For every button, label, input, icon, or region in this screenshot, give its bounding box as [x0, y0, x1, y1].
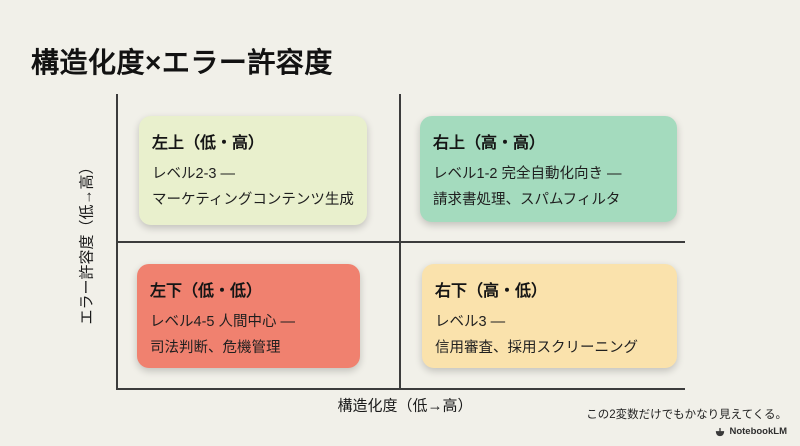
quadrant-body: レベル1-2 完全自動化向き — 請求書処理、スパムフィルタ [433, 161, 663, 213]
quadrant-body-line1: レベル3 — [435, 314, 506, 330]
y-axis-label: エラー許容度（低→高） [78, 159, 96, 325]
quadrant-body: レベル2-3 — マーケティングコンテンツ生成 [152, 161, 354, 213]
quadrant-body-line2: マーケティングコンテンツ生成 [152, 192, 354, 209]
quadrant-card-top-right: 右上（高・高） レベル1-2 完全自動化向き — 請求書処理、スパムフィルタ [420, 116, 677, 222]
quadrant-body-line1: レベル4-5 人間中心 — [150, 314, 296, 330]
quadrant-divider-horizontal [116, 241, 685, 243]
quadrant-body-line2: 司法判断、危機管理 [150, 340, 281, 357]
quadrant-body-line1: レベル1-2 完全自動化向き — [433, 166, 622, 182]
notebooklm-logo-icon [715, 427, 725, 437]
footer-caption: この2変数だけでもかなり見えてくる。 [586, 409, 787, 421]
x-axis-label: 構造化度（低→高） [337, 397, 473, 415]
quadrant-card-top-left: 左上（低・高） レベル2-3 — マーケティングコンテンツ生成 [139, 116, 367, 225]
quadrant-card-bottom-right: 右下（高・低） レベル3 — 信用審査、採用スクリーニング [422, 264, 677, 368]
quadrant-body: レベル4-5 人間中心 — 司法判断、危機管理 [150, 309, 346, 361]
quadrant-card-bottom-left: 左下（低・低） レベル4-5 人間中心 — 司法判断、危機管理 [137, 264, 360, 368]
quadrant-body-line2: 請求書処理、スパムフィルタ [433, 192, 621, 209]
quadrant-title: 左下（低・低） [150, 283, 263, 300]
quadrant-title: 右下（高・低） [435, 283, 548, 300]
quadrant-body: レベル3 — 信用審査、採用スクリーニング [435, 309, 663, 361]
brand-label: NotebookLM [729, 426, 787, 437]
quadrant-title: 左上（低・高） [152, 135, 265, 152]
brand-row: NotebookLM [715, 426, 787, 437]
quadrant-body-line2: 信用審査、採用スクリーニング [435, 340, 638, 357]
quadrant-title: 右上（高・高） [433, 135, 546, 152]
quadrant-body-line1: レベル2-3 — [152, 166, 235, 182]
page-title: 構造化度×エラー許容度 [31, 46, 333, 78]
